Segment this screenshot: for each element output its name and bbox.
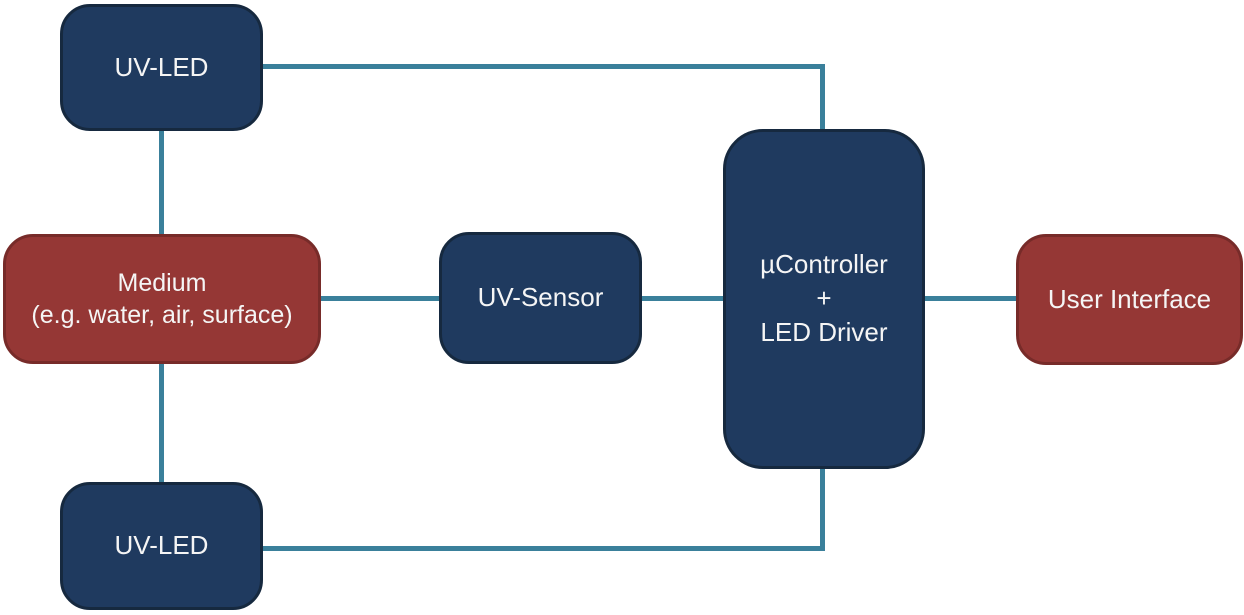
node-medium: Medium (e.g. water, air, surface): [3, 234, 321, 364]
connector-uvled-top-to-controller-vertical: [820, 64, 825, 130]
connector-medium-to-uvled-bottom: [159, 363, 164, 483]
node-controller-label-line2: +: [816, 283, 832, 314]
node-uv-led-top: UV-LED: [60, 4, 263, 131]
node-controller-label-line1: µController: [760, 249, 888, 280]
connector-uvled-bottom-to-controller-horizontal: [263, 546, 825, 551]
connector-controller-to-uvled-bottom-vertical: [820, 467, 825, 551]
node-uv-sensor: UV-Sensor: [439, 232, 642, 364]
node-uv-sensor-label: UV-Sensor: [477, 282, 604, 313]
node-medium-label-line1: Medium: [117, 268, 207, 297]
connector-uvled-top-to-controller-horizontal: [263, 64, 825, 69]
node-uv-led-bottom-label: UV-LED: [114, 530, 209, 561]
connector-uvsensor-to-controller: [641, 296, 724, 301]
connector-uvled-top-to-medium: [159, 129, 164, 235]
node-medium-label-line2: (e.g. water, air, surface): [31, 301, 293, 329]
node-uv-led-top-label: UV-LED: [114, 51, 209, 82]
node-uv-led-bottom: UV-LED: [60, 482, 263, 610]
node-controller: µController + LED Driver: [723, 129, 925, 469]
connector-controller-to-userinterface: [924, 296, 1017, 301]
connector-medium-to-uvsensor: [319, 296, 440, 301]
node-user-interface-label: User Interface: [1047, 283, 1212, 314]
node-user-interface: User Interface: [1016, 234, 1243, 365]
node-controller-label-line3: LED Driver: [760, 316, 888, 347]
